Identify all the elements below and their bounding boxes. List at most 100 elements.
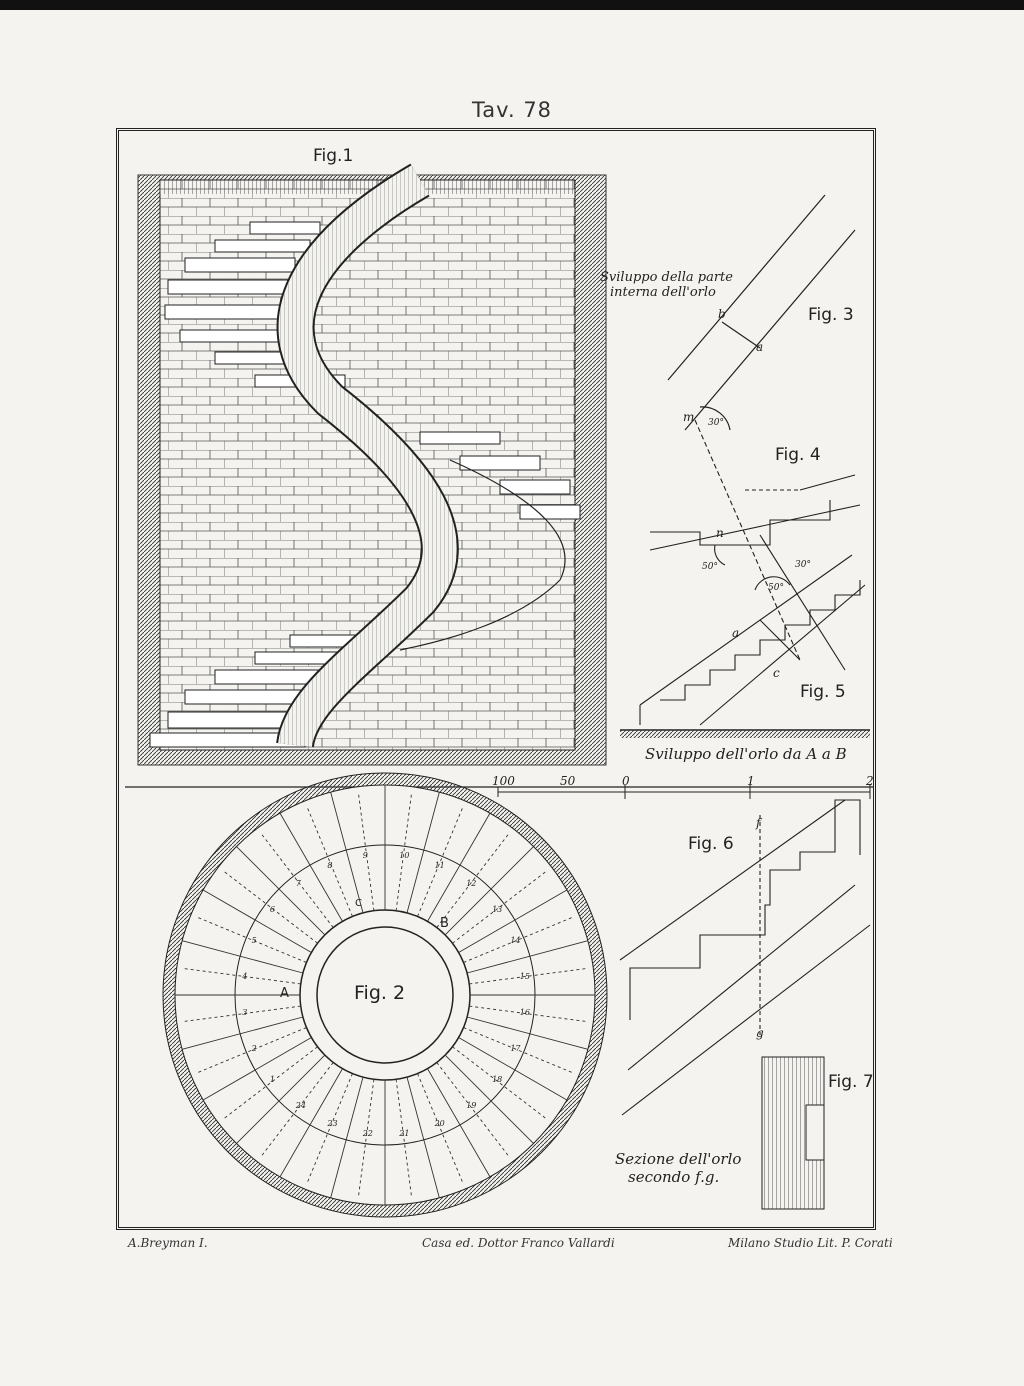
plan-step-number: 14 (510, 936, 521, 946)
plan-step-number: 8 (327, 860, 333, 870)
plan-step-dashed-line (469, 1005, 589, 1023)
plate-top-edge (0, 0, 1024, 10)
plan-step-dashed-line (452, 1046, 548, 1121)
plate-frame (116, 128, 876, 1230)
fig3-caption-line2: interna dell'orlo (610, 285, 716, 300)
plan-step-number: 4 (242, 971, 248, 981)
fig1-elevation (137, 163, 607, 766)
fig2-label: Fig. 2 (354, 982, 406, 1004)
plan-step-number: 5 (251, 936, 257, 946)
plan-step-line (182, 1016, 304, 1050)
plan-step-number: 15 (519, 971, 530, 981)
plan-step-line (236, 846, 326, 936)
plan-step-dashed-line (306, 1073, 353, 1185)
plan-step-dashed-line (395, 791, 413, 911)
angle-m: 30° (708, 418, 724, 428)
plan-step-dashed-line (452, 869, 548, 944)
plan-step-number: 10 (399, 851, 410, 861)
point-a-fig5: a (732, 626, 740, 640)
plan-step-line (236, 1054, 326, 1144)
fig7-caption-line2: secondo f.g. (628, 1168, 720, 1186)
plan-step-dashed-line (195, 916, 307, 963)
fig3-caption-line1: Sviluppo della parte (600, 270, 733, 285)
fig5-label: Fig. 5 (800, 682, 846, 702)
plan-step-number: 2 (251, 1043, 257, 1053)
plan-step-dashed-line (259, 1062, 334, 1158)
plan-step-number: 1 (269, 1075, 276, 1085)
point-c: c (773, 666, 780, 680)
footer-engraver: A.Breyman I. (128, 1236, 208, 1250)
plan-step-number: 11 (434, 860, 445, 870)
plan-step-line (202, 1037, 312, 1101)
fig6-label: Fig. 6 (688, 834, 734, 854)
point-B: B (440, 916, 449, 931)
scale-tick-0: 0 (622, 774, 630, 788)
plan-step-line (406, 1076, 440, 1198)
plan-step-line (202, 889, 312, 953)
plan-step-number: 9 (362, 851, 368, 861)
plan-step-dashed-line (463, 1027, 575, 1074)
plate-title: Tav. 78 (471, 98, 553, 122)
plan-step-line (444, 1054, 534, 1144)
point-g: g (756, 1026, 764, 1040)
plan-step-number: 20 (434, 1119, 445, 1129)
plan-step-line (444, 846, 534, 936)
plan-step-dashed-line (436, 832, 511, 928)
fig6-diagram (619, 799, 871, 1116)
fig5-caption: Sviluppo dell'orlo da A a B (645, 745, 847, 763)
plan-step-number: 17 (510, 1043, 521, 1053)
plan-step-line (330, 1076, 364, 1198)
angle-n: 50° (702, 562, 718, 572)
plan-step-number: 19 (466, 1101, 477, 1111)
plan-step-number: 13 (492, 904, 503, 914)
plan-step-dashed-line (417, 805, 464, 917)
plan-step-dashed-line (357, 1079, 375, 1199)
plan-step-line (406, 792, 440, 914)
plan-step-line (458, 889, 568, 953)
plan-step-dashed-line (436, 1062, 511, 1158)
angle-a1: 30° (795, 560, 811, 570)
angle-a2: 50° (768, 583, 784, 593)
plan-step-line (279, 1068, 343, 1178)
plan-step-number: 21 (399, 1128, 410, 1138)
fig7-section (761, 1056, 825, 1210)
point-f: f (756, 816, 761, 830)
point-b: b (718, 307, 726, 321)
plan-step-dashed-line (222, 869, 318, 944)
point-n: n (716, 526, 724, 540)
plan-step-number: 16 (519, 1008, 530, 1018)
fig2-plan (162, 772, 608, 1218)
point-C: C (355, 898, 362, 909)
fig7-caption-line1: Sezione dell'orlo (615, 1150, 742, 1168)
plan-step-line (458, 1037, 568, 1101)
plan-step-line (330, 792, 364, 914)
plan-step-dashed-line (417, 1073, 464, 1185)
plan-step-dashed-line (306, 805, 353, 917)
plan-step-number: 23 (327, 1119, 338, 1129)
plan-step-dashed-line (463, 916, 575, 963)
plan-step-dashed-line (395, 1079, 413, 1199)
plan-step-dashed-line (469, 967, 589, 985)
fig3-label: Fig. 3 (808, 305, 854, 325)
plan-step-number: 22 (362, 1128, 373, 1138)
scale-tick-2: 2 (866, 774, 874, 788)
fig7-label: Fig. 7 (828, 1072, 874, 1092)
footer-publisher: Casa ed. Dottor Franco Vallardi (422, 1236, 615, 1250)
plan-step-line (466, 1016, 588, 1050)
fig4-label: Fig. 4 (775, 445, 821, 465)
plan-step-number: 3 (242, 1008, 248, 1018)
footer-printer: Milano Studio Lit. P. Corati (728, 1236, 893, 1250)
scale-tick-1: 1 (747, 774, 755, 788)
plan-step-dashed-line (357, 791, 375, 911)
point-a-fig3: a (756, 340, 764, 354)
scale-tick-100: 100 (492, 774, 515, 788)
point-A: A (280, 986, 289, 1001)
plan-step-dashed-line (181, 1005, 301, 1023)
plan-step-line (427, 1068, 491, 1178)
plan-step-dashed-line (222, 1046, 318, 1121)
plan-step-dashed-line (181, 967, 301, 985)
fig3-diagram (667, 194, 856, 431)
plan-step-number: 6 (269, 904, 276, 914)
plan-step-number: 7 (295, 878, 301, 888)
